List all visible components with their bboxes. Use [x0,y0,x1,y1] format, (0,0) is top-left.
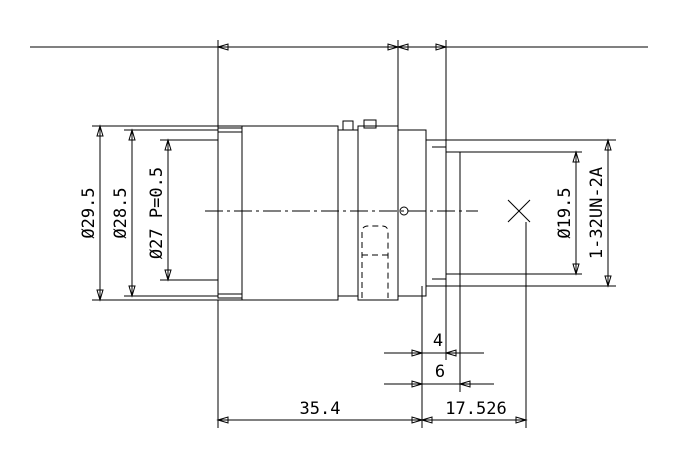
mount-thread-label: 1-32UN-2A [587,167,607,259]
flange-back-label: 17.526 [445,399,506,419]
image-plane-marker [507,199,531,223]
bottom-short-dimensions: 4 6 [384,274,494,428]
len-6-label: 6 [435,362,445,382]
bottom-long-dimensions: 35.4 17.526 [216,222,528,428]
dia-thread-label: Ø27 P=0.5 [147,167,167,259]
right-diameter-dimensions: Ø19.5 1-32UN-2A [446,138,616,288]
left-diameter-dimensions: Ø29.5 Ø28.5 Ø27 P=0.5 [79,124,242,302]
dia-outer-label: Ø29.5 [79,187,99,238]
dia-mid-label: Ø28.5 [111,187,131,238]
lens-body-outline [217,119,461,301]
len-4-label: 4 [433,331,443,351]
dia-mount-label: Ø19.5 [555,187,575,238]
top-reference-dimension [30,40,648,140]
length-body-label: 35.4 [300,399,341,419]
